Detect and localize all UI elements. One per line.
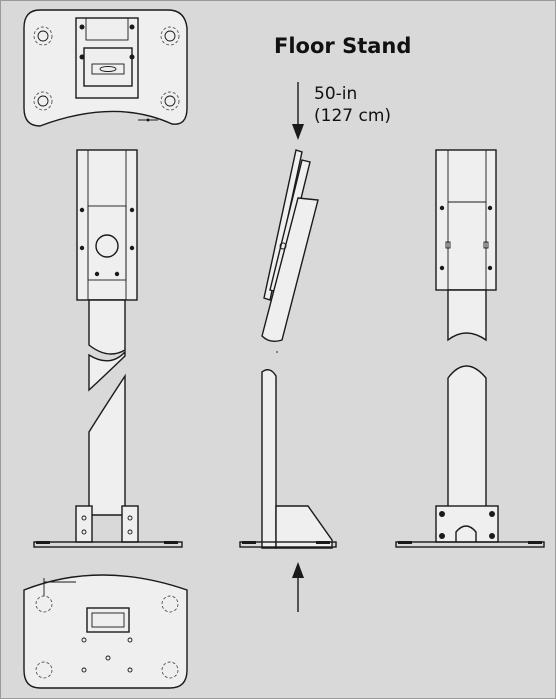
height-dimension-metric: (127 cm) <box>314 106 392 126</box>
height-dimension-arrows <box>292 82 304 612</box>
height-dimension-imperial: 50-in <box>314 84 358 104</box>
back-view <box>395 149 545 548</box>
side-view <box>239 149 337 549</box>
drawing-title: Floor Stand <box>274 34 412 58</box>
bottom-view-base-plate <box>23 574 188 689</box>
top-view-mounting-plate <box>23 9 188 127</box>
front-view <box>33 149 183 548</box>
